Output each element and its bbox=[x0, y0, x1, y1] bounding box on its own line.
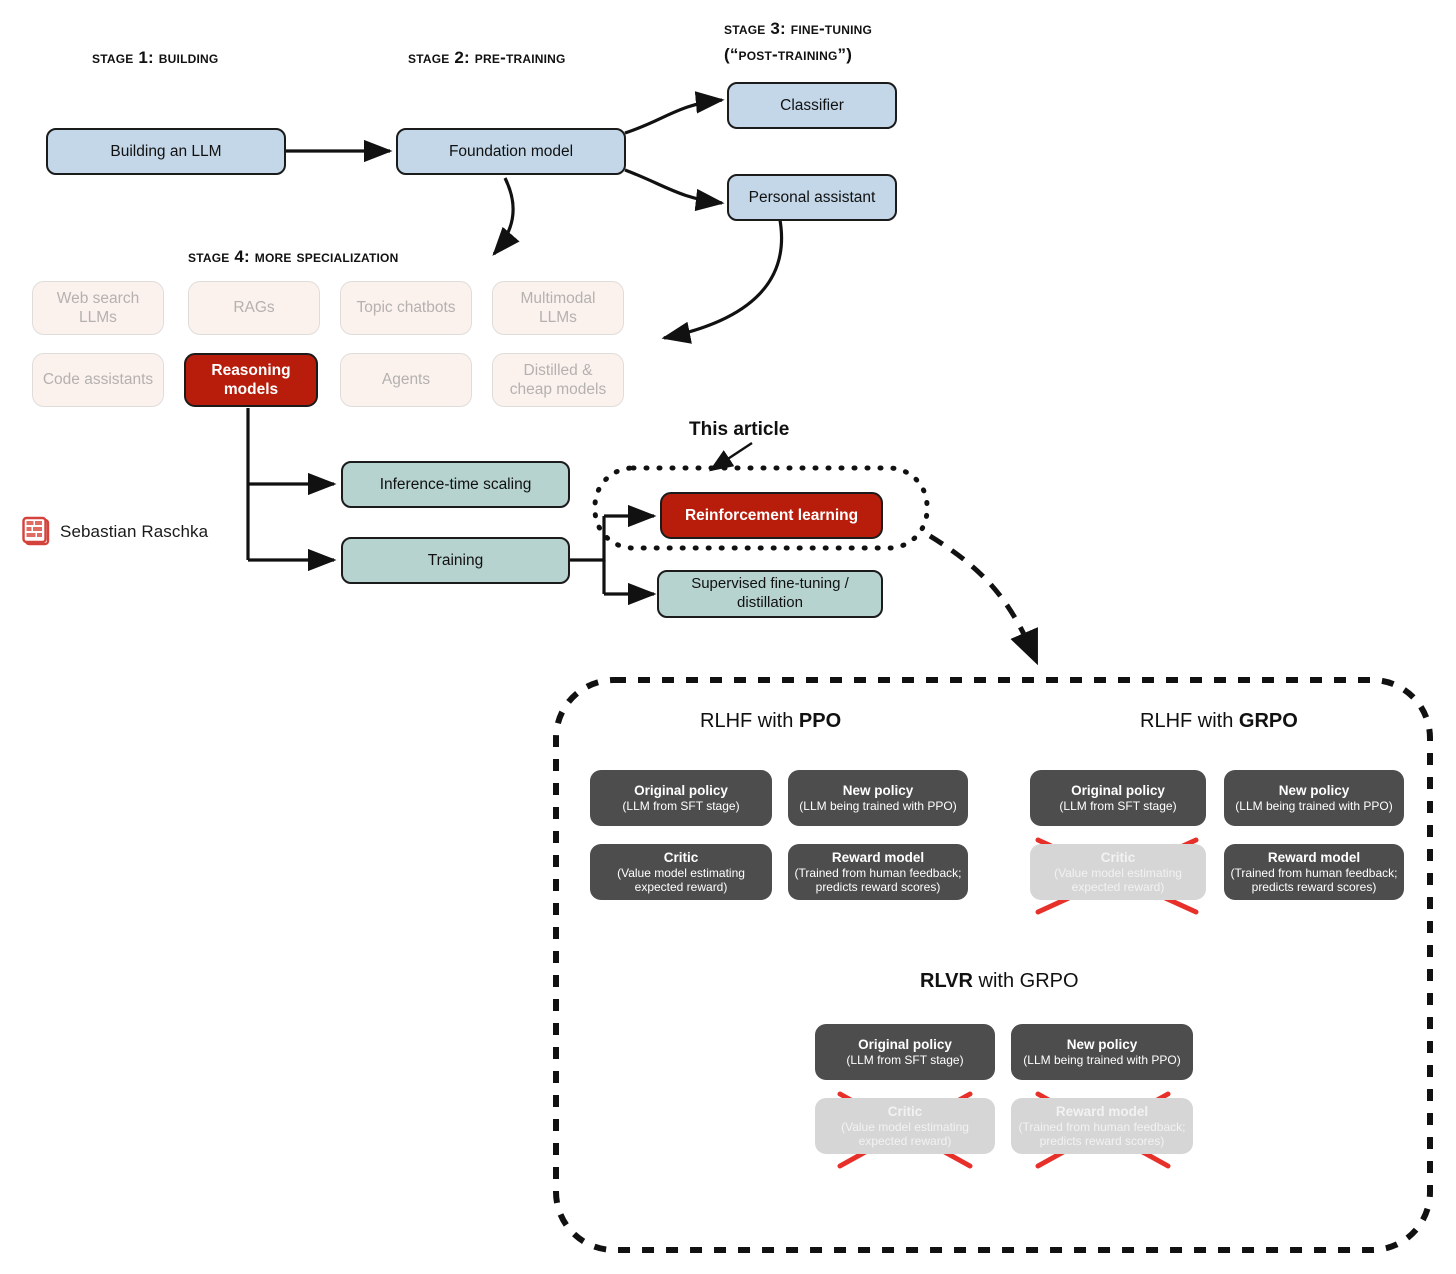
box-grpo-critic[interactable]: Critic (Value model estimating expected … bbox=[1030, 844, 1206, 900]
box-grpo-new-policy[interactable]: New policy (LLM being trained with PPO) bbox=[1224, 770, 1404, 826]
box-subtitle: (LLM from SFT stage) bbox=[846, 1053, 964, 1068]
book-logo-icon bbox=[22, 516, 52, 548]
node-distilled-cheap-models[interactable]: Distilled & cheap models bbox=[492, 353, 624, 407]
box-subtitle: (Value model estimating expected reward) bbox=[617, 865, 745, 895]
box-ppo-original-policy[interactable]: Original policy (LLM from SFT stage) bbox=[590, 770, 772, 826]
node-reasoning-models[interactable]: Reasoning models bbox=[184, 353, 318, 407]
author-name: Sebastian Raschka bbox=[60, 522, 209, 541]
panel-title-rlhf-ppo: RLHF with PPO bbox=[700, 710, 841, 733]
box-subtitle: (Value model estimating expected reward) bbox=[841, 1119, 969, 1149]
box-subtitle: (LLM being trained with PPO) bbox=[799, 799, 957, 814]
box-title: Reward model bbox=[1267, 849, 1361, 865]
box-title: New policy bbox=[1278, 782, 1350, 798]
box-subtitle: (Trained from human feedback; predicts r… bbox=[794, 865, 962, 895]
box-subtitle: (LLM from SFT stage) bbox=[1059, 799, 1177, 814]
box-title: Critic bbox=[663, 849, 699, 865]
this-article-label: This article bbox=[689, 419, 790, 440]
node-agents[interactable]: Agents bbox=[340, 353, 472, 407]
box-title: Original policy bbox=[1071, 782, 1165, 798]
box-ppo-critic[interactable]: Critic (Value model estimating expected … bbox=[590, 844, 772, 900]
rl-panel-border bbox=[553, 677, 1433, 1253]
author-signature: Sebastian Raschka bbox=[22, 516, 208, 548]
panel-title-rlvr-grpo-suffix: with GRPO bbox=[972, 970, 1079, 992]
box-subtitle: (LLM being trained with PPO) bbox=[1023, 1053, 1181, 1068]
node-supervised-finetuning-distillation[interactable]: Supervised fine-tuning / distillation bbox=[657, 570, 883, 618]
box-rlvr-critic[interactable]: Critic (Value model estimating expected … bbox=[815, 1098, 995, 1154]
pointer-this-article bbox=[708, 441, 753, 472]
box-title: Reward model bbox=[1055, 1103, 1149, 1119]
box-title: Original policy bbox=[858, 1036, 952, 1052]
arrow-foundation-to-stage4 bbox=[492, 177, 520, 256]
stage-4-heading: Stage 4: More Specialization bbox=[188, 247, 399, 266]
arrow-foundation-to-classifier bbox=[624, 91, 725, 135]
panel-title-rlvr-grpo: RLVR with GRPO bbox=[920, 970, 1079, 993]
arrow-foundation-to-assistant bbox=[624, 168, 725, 212]
node-multimodal-llms[interactable]: Multimodal LLMs bbox=[492, 281, 624, 335]
box-rlvr-new-policy[interactable]: New policy (LLM being trained with PPO) bbox=[1011, 1024, 1193, 1080]
box-ppo-reward-model[interactable]: Reward model (Trained from human feedbac… bbox=[788, 844, 968, 900]
node-personal-assistant[interactable]: Personal assistant bbox=[727, 174, 897, 221]
box-title: New policy bbox=[842, 782, 914, 798]
node-code-assistants[interactable]: Code assistants bbox=[32, 353, 164, 407]
node-topic-chatbots[interactable]: Topic chatbots bbox=[340, 281, 472, 335]
node-rags[interactable]: RAGs bbox=[188, 281, 320, 335]
panel-title-rlhf-ppo-prefix: RLHF with bbox=[700, 710, 799, 732]
node-building-an-llm[interactable]: Building an LLM bbox=[46, 128, 286, 175]
stage-3-heading-line2: (“Post-Training”) bbox=[724, 45, 853, 64]
box-subtitle: (Trained from human feedback; predicts r… bbox=[1230, 865, 1398, 895]
node-inference-time-scaling[interactable]: Inference-time scaling bbox=[341, 461, 570, 508]
node-web-search-llms[interactable]: Web search LLMs bbox=[32, 281, 164, 335]
stage-1-heading: Stage 1: Building bbox=[92, 48, 219, 67]
box-subtitle: (Value model estimating expected reward) bbox=[1054, 865, 1182, 895]
node-classifier[interactable]: Classifier bbox=[727, 82, 897, 129]
panel-title-rlhf-grpo: RLHF with GRPO bbox=[1140, 710, 1298, 733]
box-subtitle: (LLM from SFT stage) bbox=[622, 799, 740, 814]
stage-3-heading-line1: Stage 3: Fine-tuning bbox=[724, 19, 873, 38]
box-grpo-original-policy[interactable]: Original policy (LLM from SFT stage) bbox=[1030, 770, 1206, 826]
panel-title-rlvr-grpo-strong: RLVR bbox=[920, 970, 973, 992]
box-rlvr-original-policy[interactable]: Original policy (LLM from SFT stage) bbox=[815, 1024, 995, 1080]
box-ppo-new-policy[interactable]: New policy (LLM being trained with PPO) bbox=[788, 770, 968, 826]
node-training[interactable]: Training bbox=[341, 537, 570, 584]
box-grpo-reward-model[interactable]: Reward model (Trained from human feedbac… bbox=[1224, 844, 1404, 900]
box-subtitle: (Trained from human feedback; predicts r… bbox=[1018, 1119, 1186, 1149]
box-title: Reward model bbox=[831, 849, 925, 865]
box-rlvr-reward-model[interactable]: Reward model (Trained from human feedbac… bbox=[1011, 1098, 1193, 1154]
stage-2-heading: Stage 2: Pre-training bbox=[408, 48, 566, 67]
panel-title-rlhf-ppo-strong: PPO bbox=[798, 710, 842, 732]
arrow-assistant-to-stage4 bbox=[661, 219, 784, 344]
box-title: Critic bbox=[1100, 849, 1136, 865]
box-title: New policy bbox=[1066, 1036, 1138, 1052]
box-title: Critic bbox=[887, 1103, 923, 1119]
panel-title-rlhf-grpo-strong: GRPO bbox=[1238, 710, 1298, 732]
box-title: Original policy bbox=[634, 782, 728, 798]
node-foundation-model[interactable]: Foundation model bbox=[396, 128, 626, 175]
panel-title-rlhf-grpo-prefix: RLHF with bbox=[1140, 710, 1239, 732]
connector-training-split bbox=[570, 516, 606, 562]
box-subtitle: (LLM being trained with PPO) bbox=[1235, 799, 1393, 814]
node-reinforcement-learning[interactable]: Reinforcement learning bbox=[660, 492, 883, 539]
arrow-rl-to-panel bbox=[928, 533, 1038, 666]
